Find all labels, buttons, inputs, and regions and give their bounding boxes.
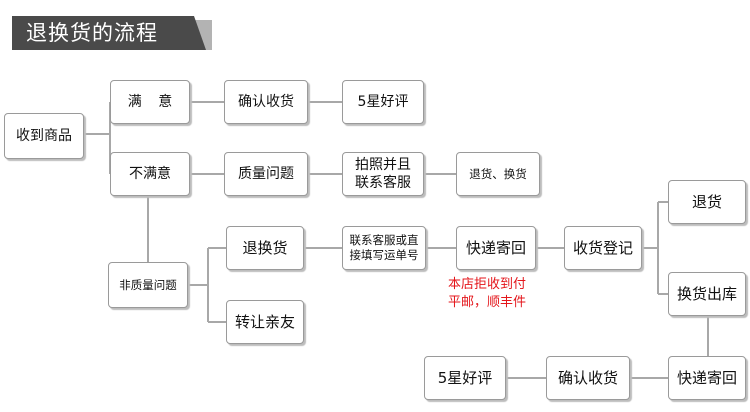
- note-no-cod: 本店拒收到付 平邮，顺丰件: [448, 276, 526, 312]
- page-title: 退换货的流程: [26, 21, 158, 45]
- node-confirm-receipt-1: 确认收货: [224, 80, 308, 124]
- node-express-send-1: 快递寄回: [456, 226, 536, 270]
- node-return-goods: 退货: [668, 180, 746, 224]
- node-quality-issue: 质量问题: [224, 152, 308, 196]
- note-no-cod-text: 本店拒收到付 平邮，顺丰件: [448, 277, 527, 310]
- node-five-star-2: 5星好评: [424, 356, 506, 400]
- node-return-exchange-2: 退换货: [226, 226, 304, 270]
- header-bg: [12, 16, 206, 50]
- node-express-send-2: 快递寄回: [668, 356, 746, 400]
- node-contact-fill-text: 联系客服或直 接填写运单号: [349, 233, 419, 262]
- node-photo-contact-text: 拍照并且 联系客服: [355, 157, 411, 191]
- node-return-exchange-1: 退货、换货: [456, 152, 540, 196]
- node-satisfied: 满 意: [110, 80, 190, 124]
- node-five-star-1: 5星好评: [342, 80, 424, 124]
- node-unsatisfied: 不满意: [110, 152, 190, 196]
- node-confirm-receipt-2: 确认收货: [546, 356, 630, 400]
- node-exchange-out: 换货出库: [668, 272, 746, 316]
- node-non-quality-issue: 非质量问题: [108, 262, 188, 308]
- page-header: 退换货的流程: [12, 16, 212, 50]
- header-banner-shape: [12, 16, 212, 50]
- node-contact-fill: 联系客服或直 接填写运单号: [342, 226, 426, 270]
- node-transfer-friends: 转让亲友: [226, 300, 304, 344]
- node-receive-goods: 收到商品: [4, 113, 84, 159]
- node-receipt-register: 收货登记: [564, 226, 642, 270]
- node-photo-contact: 拍照并且 联系客服: [342, 152, 424, 196]
